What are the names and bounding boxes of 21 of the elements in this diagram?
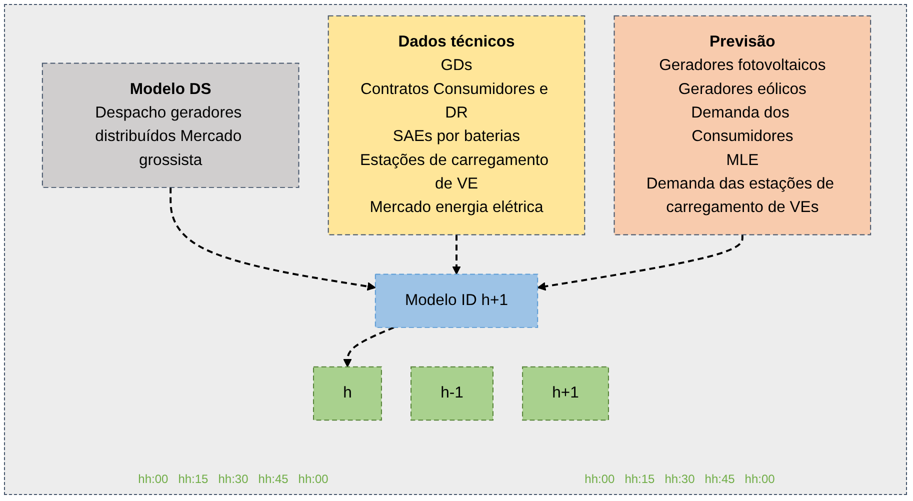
node-box: Modelo DS Despacho geradores distribuídos Mercado grossista (42, 62, 300, 188)
time-label: hh:15 (624, 472, 655, 486)
node-box: Previsão Geradores fotovoltaicos Geradores eólicos Demanda dos Consumidores MLE Demanda das estações de carregamento de VEs (614, 15, 872, 236)
node-box: h (313, 366, 382, 421)
time-label: hh:45 (258, 472, 288, 486)
time-label: hh:30 (664, 472, 695, 486)
time-label: hh:00 (298, 472, 328, 486)
arrow (537, 234, 744, 291)
time-label: hh:30 (218, 472, 248, 486)
time-label: hh:15 (178, 472, 208, 486)
node-box: h+1 (522, 366, 609, 421)
time-label: hh:00 (138, 472, 168, 486)
arrow (343, 326, 394, 368)
node-box: Modelo ID h+1 (374, 274, 538, 328)
arrow (170, 187, 376, 291)
node-box: h-1 (410, 366, 494, 421)
time-label: hh:00 (744, 472, 775, 486)
node-box: Dados técnicos GDs Contratos Consumidores e DR SAEs por baterias Estações de carregamento de VE Mercado energia elétrica (328, 15, 586, 236)
arrow (452, 234, 461, 275)
time-label: hh:00 (584, 472, 615, 486)
time-label: hh:45 (704, 472, 735, 486)
